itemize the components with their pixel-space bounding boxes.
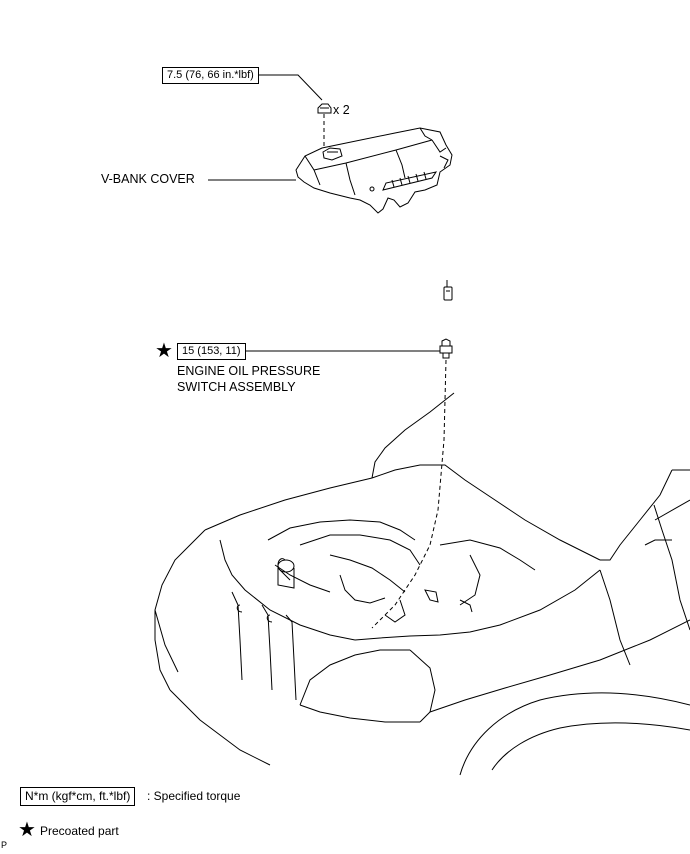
connector-icon: [443, 280, 453, 301]
legend-precoat-text: Precoated part: [40, 824, 119, 838]
nut-icon: [317, 103, 332, 114]
switch-dashed-leader: [371, 359, 447, 629]
switch-label-line2: SWITCH ASSEMBLY: [177, 380, 296, 394]
v-bank-cover-drawing: [295, 127, 453, 214]
switch-label-line1: ENGINE OIL PRESSURE: [177, 364, 321, 378]
v-bank-cover-label: V-BANK COVER: [101, 172, 195, 186]
cover-torque-box: 7.5 (76, 66 in.*lbf): [162, 67, 259, 84]
legend-torque-text: : Specified torque: [147, 789, 241, 803]
nut-quantity: x 2: [333, 103, 350, 117]
legend-torque-box: N*m (kgf*cm, ft.*lbf): [20, 787, 136, 806]
legend-star-icon: ★: [18, 819, 36, 841]
switch-torque-box: 15 (153, 11): [177, 343, 246, 360]
cover-torque-leader: [255, 74, 323, 101]
star-icon: ★: [155, 340, 173, 362]
oil-pressure-switch-icon: [439, 338, 453, 359]
corner-letter: P: [1, 840, 8, 850]
vehicle-front-drawing: [154, 392, 690, 776]
